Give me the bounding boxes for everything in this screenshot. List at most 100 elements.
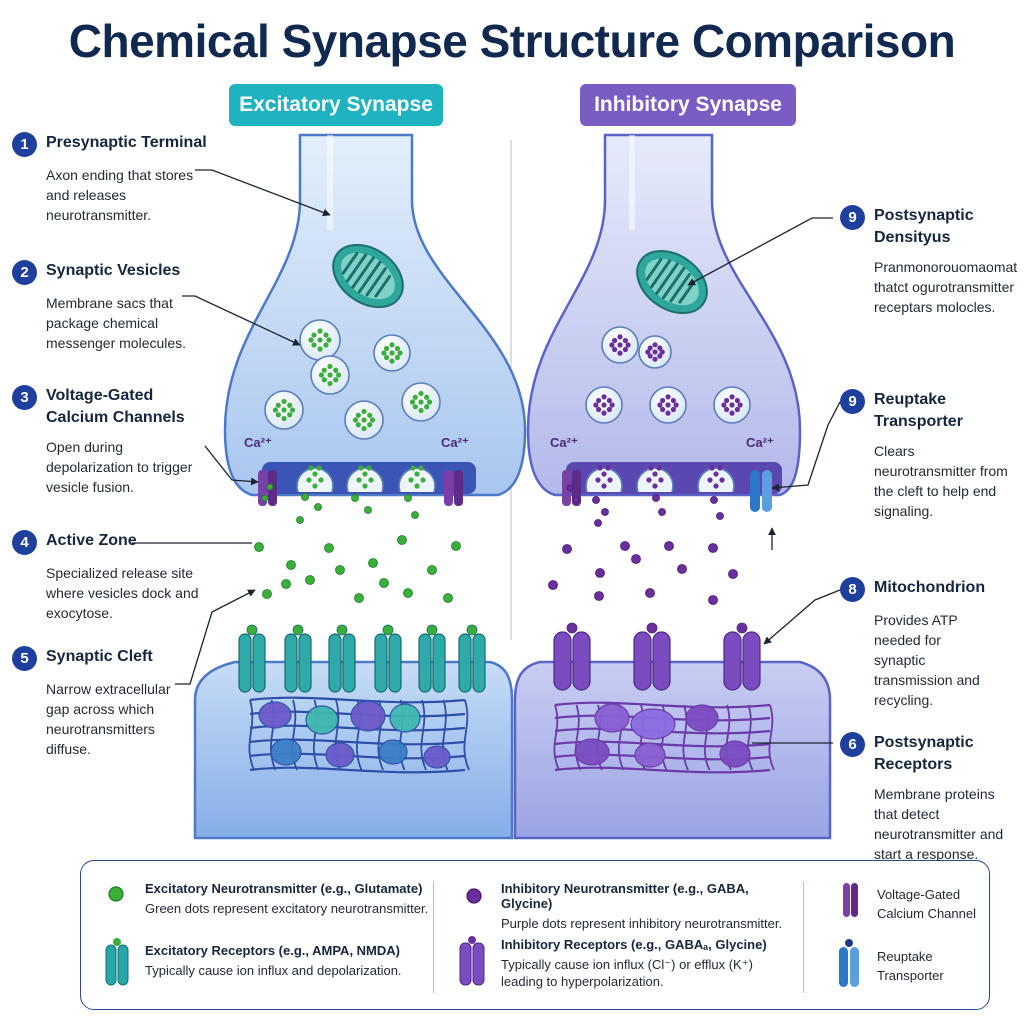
inhibitory-docked-vesicles bbox=[585, 465, 735, 493]
neurotransmitter-dot bbox=[443, 593, 453, 603]
legend-inhibitory-receptors: Inhibitory Receptors (e.g., GABAₐ, Glyci… bbox=[501, 937, 801, 990]
neurotransmitter-dot bbox=[708, 595, 718, 605]
neurotransmitter-dot bbox=[595, 568, 605, 578]
inhibitory-receptor-icon bbox=[459, 936, 485, 986]
neurotransmitter-dot bbox=[645, 588, 655, 598]
synaptic-vesicle bbox=[264, 390, 304, 430]
synapse-diagram: Ca²⁺ Ca²⁺ Ca²⁺ Ca²⁺ bbox=[132, 133, 841, 840]
excitatory-docked-vesicles bbox=[296, 465, 436, 493]
excitatory-calcium-channel-right bbox=[444, 470, 463, 506]
label-title: Postsynaptic Receptors bbox=[874, 734, 974, 773]
legend-inhibitory-neurotransmitter: Inhibitory Neurotransmitter (e.g., GABA,… bbox=[501, 881, 801, 932]
label-synaptic-cleft: 5 Synaptic Cleft Narrow extracellular gap… bbox=[12, 646, 212, 759]
neurotransmitter-dot bbox=[411, 511, 419, 519]
neurotransmitter-dot bbox=[708, 543, 718, 553]
postsynaptic-receptor bbox=[374, 624, 402, 693]
label-description: Clears neurotransmitter from the cleft t… bbox=[874, 443, 1008, 519]
postsynaptic-receptor bbox=[328, 624, 356, 693]
synaptic-vesicle bbox=[401, 382, 441, 422]
neurotransmitter-dot bbox=[451, 541, 461, 551]
label-number: 3 bbox=[12, 385, 37, 410]
legend-reuptake-transporter: Reuptake Transporter bbox=[877, 949, 944, 983]
ca-ion-label: Ca²⁺ bbox=[550, 435, 578, 450]
label-description: Membrane sacs that package chemical mess… bbox=[46, 295, 187, 351]
synaptic-vesicle bbox=[601, 326, 639, 364]
density-protein bbox=[630, 708, 676, 740]
neurotransmitter-dot bbox=[262, 589, 272, 599]
label-description: Specialized release site where vesicles … bbox=[46, 565, 199, 621]
synaptic-vesicle bbox=[299, 319, 341, 361]
neurotransmitter-dot bbox=[335, 565, 345, 575]
density-protein bbox=[719, 740, 751, 768]
inhibitory-neurotransmitter-icon bbox=[466, 888, 482, 904]
excitatory-synapse-label: Excitatory Synapse bbox=[229, 84, 443, 126]
label-description: Open during depolarization to trigger ve… bbox=[46, 439, 193, 495]
excitatory-neurotransmitter-dots bbox=[254, 483, 461, 603]
ca-ion-label: Ca²⁺ bbox=[746, 435, 774, 450]
legend-excitatory-neurotransmitter: Excitatory Neurotransmitter (e.g., Gluta… bbox=[145, 881, 435, 917]
inhibitory-postsynaptic-density bbox=[553, 701, 775, 774]
excitatory-postsynaptic-receptors bbox=[238, 624, 486, 693]
inhibitory-neurotransmitter-dots bbox=[548, 484, 738, 605]
legend-separator bbox=[803, 881, 804, 993]
neurotransmitter-dot bbox=[305, 575, 315, 585]
density-protein bbox=[685, 704, 719, 732]
neurotransmitter-dot bbox=[397, 535, 407, 545]
synaptic-vesicle bbox=[649, 386, 687, 424]
label-number: 8 bbox=[840, 577, 865, 602]
neurotransmitter-dot bbox=[296, 516, 304, 524]
synaptic-vesicle bbox=[585, 386, 623, 424]
label-title: Synaptic Cleft bbox=[46, 648, 153, 665]
neurotransmitter-dot bbox=[254, 542, 264, 552]
neurotransmitter-dot bbox=[631, 554, 641, 564]
label-number: 2 bbox=[12, 260, 37, 285]
leader-lines bbox=[132, 169, 841, 744]
legend-title: Inhibitory Neurotransmitter (e.g., GABA,… bbox=[501, 881, 749, 911]
legend-separator bbox=[433, 881, 434, 993]
neurotransmitter-dot bbox=[281, 579, 291, 589]
neurotransmitter-dot bbox=[566, 484, 574, 492]
docked-vesicle bbox=[636, 465, 674, 493]
legend-title: Excitatory Receptors (e.g., AMPA, NMDA) bbox=[145, 943, 400, 958]
excitatory-postsynaptic-density bbox=[248, 696, 470, 774]
neurotransmitter-dot bbox=[364, 506, 372, 514]
density-protein bbox=[378, 739, 408, 765]
label-title: Voltage-Gated Calcium Channels bbox=[46, 387, 185, 426]
density-protein bbox=[634, 742, 666, 768]
neurotransmitter-dot bbox=[548, 580, 558, 590]
neurotransmitter-dot bbox=[710, 496, 718, 504]
ca-ion-label: Ca²⁺ bbox=[244, 435, 272, 450]
inhibitory-mitochondrion bbox=[636, 249, 708, 315]
inhibitory-calcium-channel bbox=[562, 470, 581, 506]
legend-description: Typically cause ion influx (Cl⁻) or effl… bbox=[501, 957, 753, 989]
docked-vesicle bbox=[398, 465, 436, 493]
density-protein bbox=[305, 705, 339, 735]
label-description: Narrow extracellular gap across which ne… bbox=[46, 681, 171, 757]
ca-ion-label: Ca²⁺ bbox=[441, 435, 469, 450]
docked-vesicle bbox=[296, 465, 334, 493]
reuptake-transporter-icon bbox=[839, 939, 859, 987]
neurotransmitter-dot bbox=[266, 483, 274, 491]
neurotransmitter-dot bbox=[368, 558, 378, 568]
postsynaptic-receptor bbox=[238, 624, 266, 693]
label-title: Presynaptic Terminal bbox=[46, 134, 207, 151]
neurotransmitter-dot bbox=[286, 560, 296, 570]
inhibitory-reuptake-transporter bbox=[750, 470, 772, 512]
neurotransmitter-dot bbox=[594, 591, 604, 601]
neurotransmitter-dot bbox=[301, 493, 309, 501]
density-mesh bbox=[248, 696, 470, 774]
label-description: Membrane proteins that detect neurotrans… bbox=[874, 786, 1004, 862]
label-number: 5 bbox=[12, 646, 37, 671]
label-title: Active Zone bbox=[46, 532, 137, 549]
postsynaptic-receptor bbox=[553, 622, 591, 691]
legend-description: Typically cause ion influx and depolariz… bbox=[145, 963, 402, 978]
neurotransmitter-dot bbox=[427, 565, 437, 575]
neurotransmitter-dot bbox=[716, 512, 724, 520]
label-description: Pranmonorouomaomat thatct ogurotransmitt… bbox=[874, 259, 1018, 315]
docked-vesicle bbox=[697, 465, 735, 493]
label-number: 9 bbox=[840, 205, 865, 230]
neurotransmitter-dot bbox=[379, 578, 389, 588]
